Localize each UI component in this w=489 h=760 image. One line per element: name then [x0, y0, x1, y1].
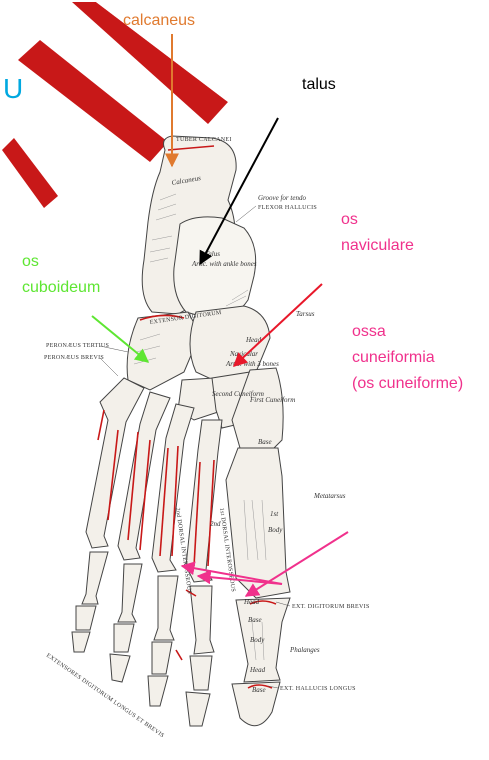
- engr-body: Body: [268, 526, 283, 534]
- label-calcaneus: calcaneus: [123, 11, 195, 30]
- engr-tarsus: Tarsus: [296, 310, 315, 318]
- engr-tuber-calcanei: TUBER CALCANEI: [176, 137, 232, 143]
- label-talus: talus: [302, 75, 336, 94]
- engr-head3: Head: [249, 666, 266, 674]
- label-os-cuneiforme: (os cuneiforme): [352, 374, 463, 393]
- toe5-proximal-phalanx: [82, 552, 108, 604]
- engr-flexor-hallucis: FLEXOR HALLUCIS: [258, 205, 317, 211]
- label-naviculare: naviculare: [341, 236, 414, 255]
- engr-extensores: EXTENSORES DIGITORUM LONGUS ET BREVIS: [45, 653, 165, 740]
- toe4-middle-phalanx: [114, 624, 134, 652]
- engr-head2: Head: [243, 598, 260, 606]
- toe2-proximal-phalanx: [190, 586, 214, 654]
- highlight-band-3: [2, 138, 58, 208]
- engr-base3: Base: [252, 686, 266, 694]
- toe3-proximal-phalanx: [154, 576, 178, 640]
- engr-peroneus-brevis: PERONÆUS BREVIS: [44, 355, 104, 361]
- label-os-naviculare-1: os: [341, 210, 358, 229]
- label-ossa: ossa: [352, 322, 386, 341]
- toe2-middle-phalanx: [190, 656, 212, 690]
- engr-ext-hallucis-longus: EXT. HALLUCIS LONGUS: [280, 686, 356, 692]
- engr-second: 2nd: [210, 520, 221, 528]
- engr-groove: Groove for tendo: [258, 194, 306, 202]
- toe3-middle-phalanx: [152, 642, 172, 674]
- toe3-distal-phalanx: [148, 676, 168, 706]
- talus-bone: [174, 217, 256, 320]
- toe2-distal-phalanx: [186, 692, 210, 726]
- engr-body2: Body: [250, 636, 265, 644]
- toe4-proximal-phalanx: [118, 564, 142, 622]
- engr-base: Base: [258, 438, 272, 446]
- engr-base2: Base: [248, 616, 262, 624]
- engr-phalanges: Phalanges: [289, 646, 320, 654]
- label-cuneiformia: cuneiformia: [352, 348, 435, 367]
- engr-first-cuneiform: First Cuneiform: [249, 396, 295, 404]
- second-metatarsal-bone: [186, 420, 222, 582]
- toe5-distal-phalanx: [72, 632, 90, 652]
- engr-peroneus-tertius: PERONÆUS TERTIUS: [46, 343, 109, 349]
- u-mark: U: [3, 73, 23, 104]
- label-cuboideum: cuboideum: [22, 278, 100, 297]
- label-os-cuboideum-1: os: [22, 252, 39, 271]
- engr-first: 1st: [270, 510, 279, 518]
- engr-metatarsus: Metatarsus: [313, 492, 346, 500]
- engr-ext-digitorum-brevis: EXT. DIGITORUM BREVIS: [292, 604, 370, 610]
- toe4-distal-phalanx: [110, 654, 130, 682]
- toe5-middle-phalanx: [76, 606, 96, 630]
- engr-artic-bones: Artic. with 3 bones: [225, 360, 279, 368]
